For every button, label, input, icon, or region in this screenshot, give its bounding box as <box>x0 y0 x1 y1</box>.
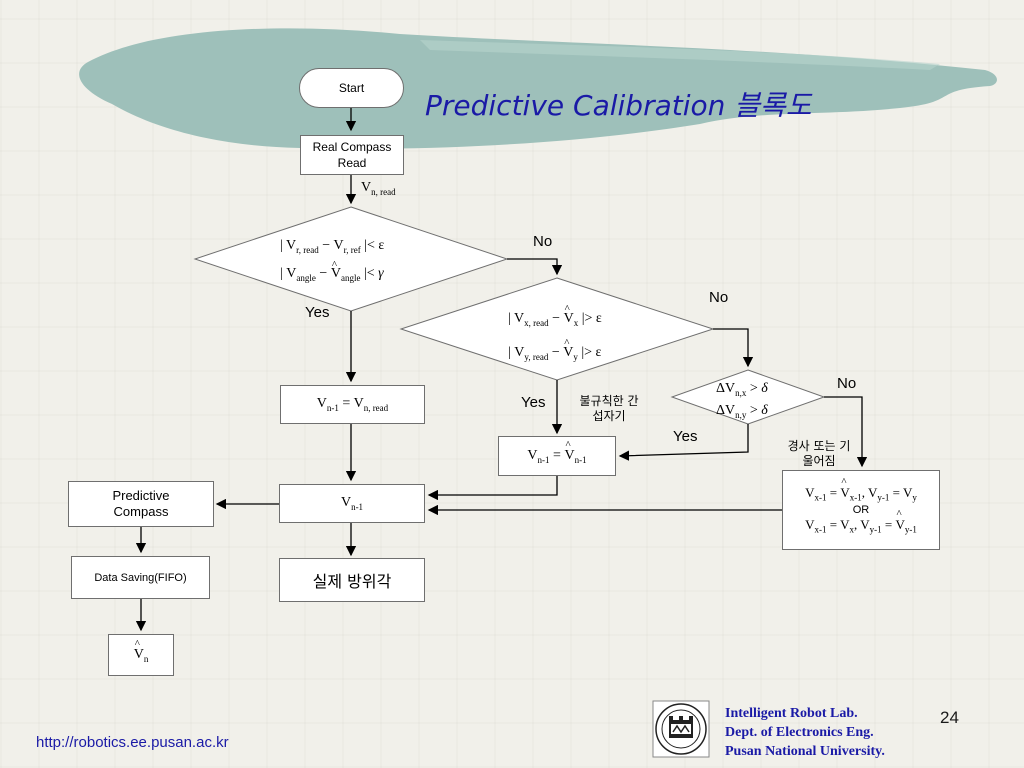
formula-threshold-check: | Vr, read − Vr, ref |< ε | Vangle − Van… <box>280 234 384 290</box>
label-yes-2: Yes <box>521 394 546 411</box>
data-saving-label: Data Saving(FIFO) <box>94 571 187 584</box>
vn-predicted-box: Vn <box>108 634 174 676</box>
slide-title: Predictive Calibration 블록도 <box>425 89 812 122</box>
real-heading-box: 실제 방위각 <box>279 558 425 602</box>
formula-delta-check: ΔVn,x > δ ΔVn,y > δ <box>716 381 768 420</box>
real-heading-label: 실제 방위각 <box>312 572 392 591</box>
predictive-compass-box: Predictive Compass <box>68 481 214 527</box>
footer-url: http://robotics.ee.pusan.ac.kr <box>36 734 229 751</box>
predictive-compass-label: Predictive Compass <box>112 488 170 519</box>
start-label: Start <box>338 81 365 95</box>
lab-university: Pusan National University. <box>725 744 885 759</box>
label-yes-1: Yes <box>305 304 330 321</box>
data-saving-box: Data Saving(FIFO) <box>71 556 210 599</box>
vn1-equals-vnread-box: Vn-1 = Vn, read <box>280 385 425 424</box>
university-seal-logo <box>652 700 710 758</box>
page-number: 24 <box>940 708 959 727</box>
label-no-2: No <box>709 289 729 306</box>
formula-v-n-read: Vn, read <box>361 180 396 197</box>
formula-axis-check: | Vx, read − Vx |> ε | Vy, read − Vy |> … <box>508 295 602 372</box>
start-terminal: Start <box>299 68 404 108</box>
label-no-3: No <box>837 375 857 392</box>
axis-substitution-box: Vx-1 = Vx-1, Vy-1 = Vy OR Vx-1 = Vx, Vy-… <box>782 470 940 550</box>
vn1-equals-predicted-box: Vn-1 = Vn-1 <box>498 436 616 476</box>
label-irregular-noise: 불규칙한 간섭자기 <box>579 394 639 423</box>
label-tilt: 경사 또는 기울어짐 <box>787 439 851 468</box>
real-compass-read-box: Real Compass Read <box>300 135 404 175</box>
label-yes-3: Yes <box>673 428 698 445</box>
or-label: OR <box>852 504 870 516</box>
lab-department: Dept. of Electronics Eng. <box>725 725 874 740</box>
lab-name: Intelligent Robot Lab. <box>725 706 858 721</box>
vn1-output-box: Vn-1 <box>279 484 425 523</box>
real-compass-read-label: Real Compass Read <box>312 140 392 170</box>
lab-info: Intelligent Robot Lab. Dept. of Electron… <box>725 704 885 761</box>
label-no-1: No <box>533 233 553 250</box>
